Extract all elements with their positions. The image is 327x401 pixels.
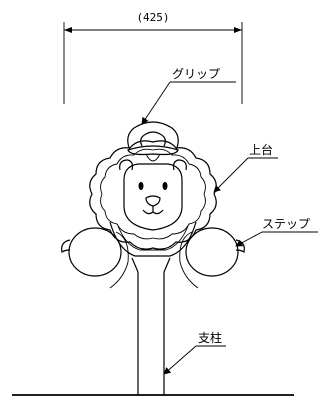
- callout-pillar: 支柱: [163, 330, 226, 375]
- step-left: [61, 227, 129, 289]
- top-base-label: 上台: [249, 142, 273, 157]
- lion-face: [119, 159, 187, 231]
- nose: [145, 195, 161, 207]
- callout-step: ステップ: [235, 217, 318, 247]
- eye-left: [138, 182, 144, 190]
- callout-top-base: 上台: [213, 142, 278, 193]
- dimension-arrow-right: [234, 27, 242, 33]
- pillar-label: 支柱: [198, 330, 222, 345]
- lion-mane: [89, 140, 217, 250]
- pillar: [131, 257, 171, 395]
- grip: [127, 121, 179, 162]
- ear-left: [119, 159, 134, 171]
- step-right: [179, 227, 245, 289]
- dimension-arrow-left: [64, 27, 72, 33]
- callout-grip: グリップ: [141, 67, 236, 125]
- step-label: ステップ: [262, 217, 310, 231]
- ear-right: [172, 159, 187, 171]
- eye-right: [162, 182, 168, 190]
- dimension-label: (425): [136, 11, 169, 24]
- grip-label: グリップ: [172, 67, 220, 81]
- mouth: [142, 209, 164, 215]
- top-base-lower: [109, 221, 197, 257]
- width-dimension: (425): [63, 11, 243, 104]
